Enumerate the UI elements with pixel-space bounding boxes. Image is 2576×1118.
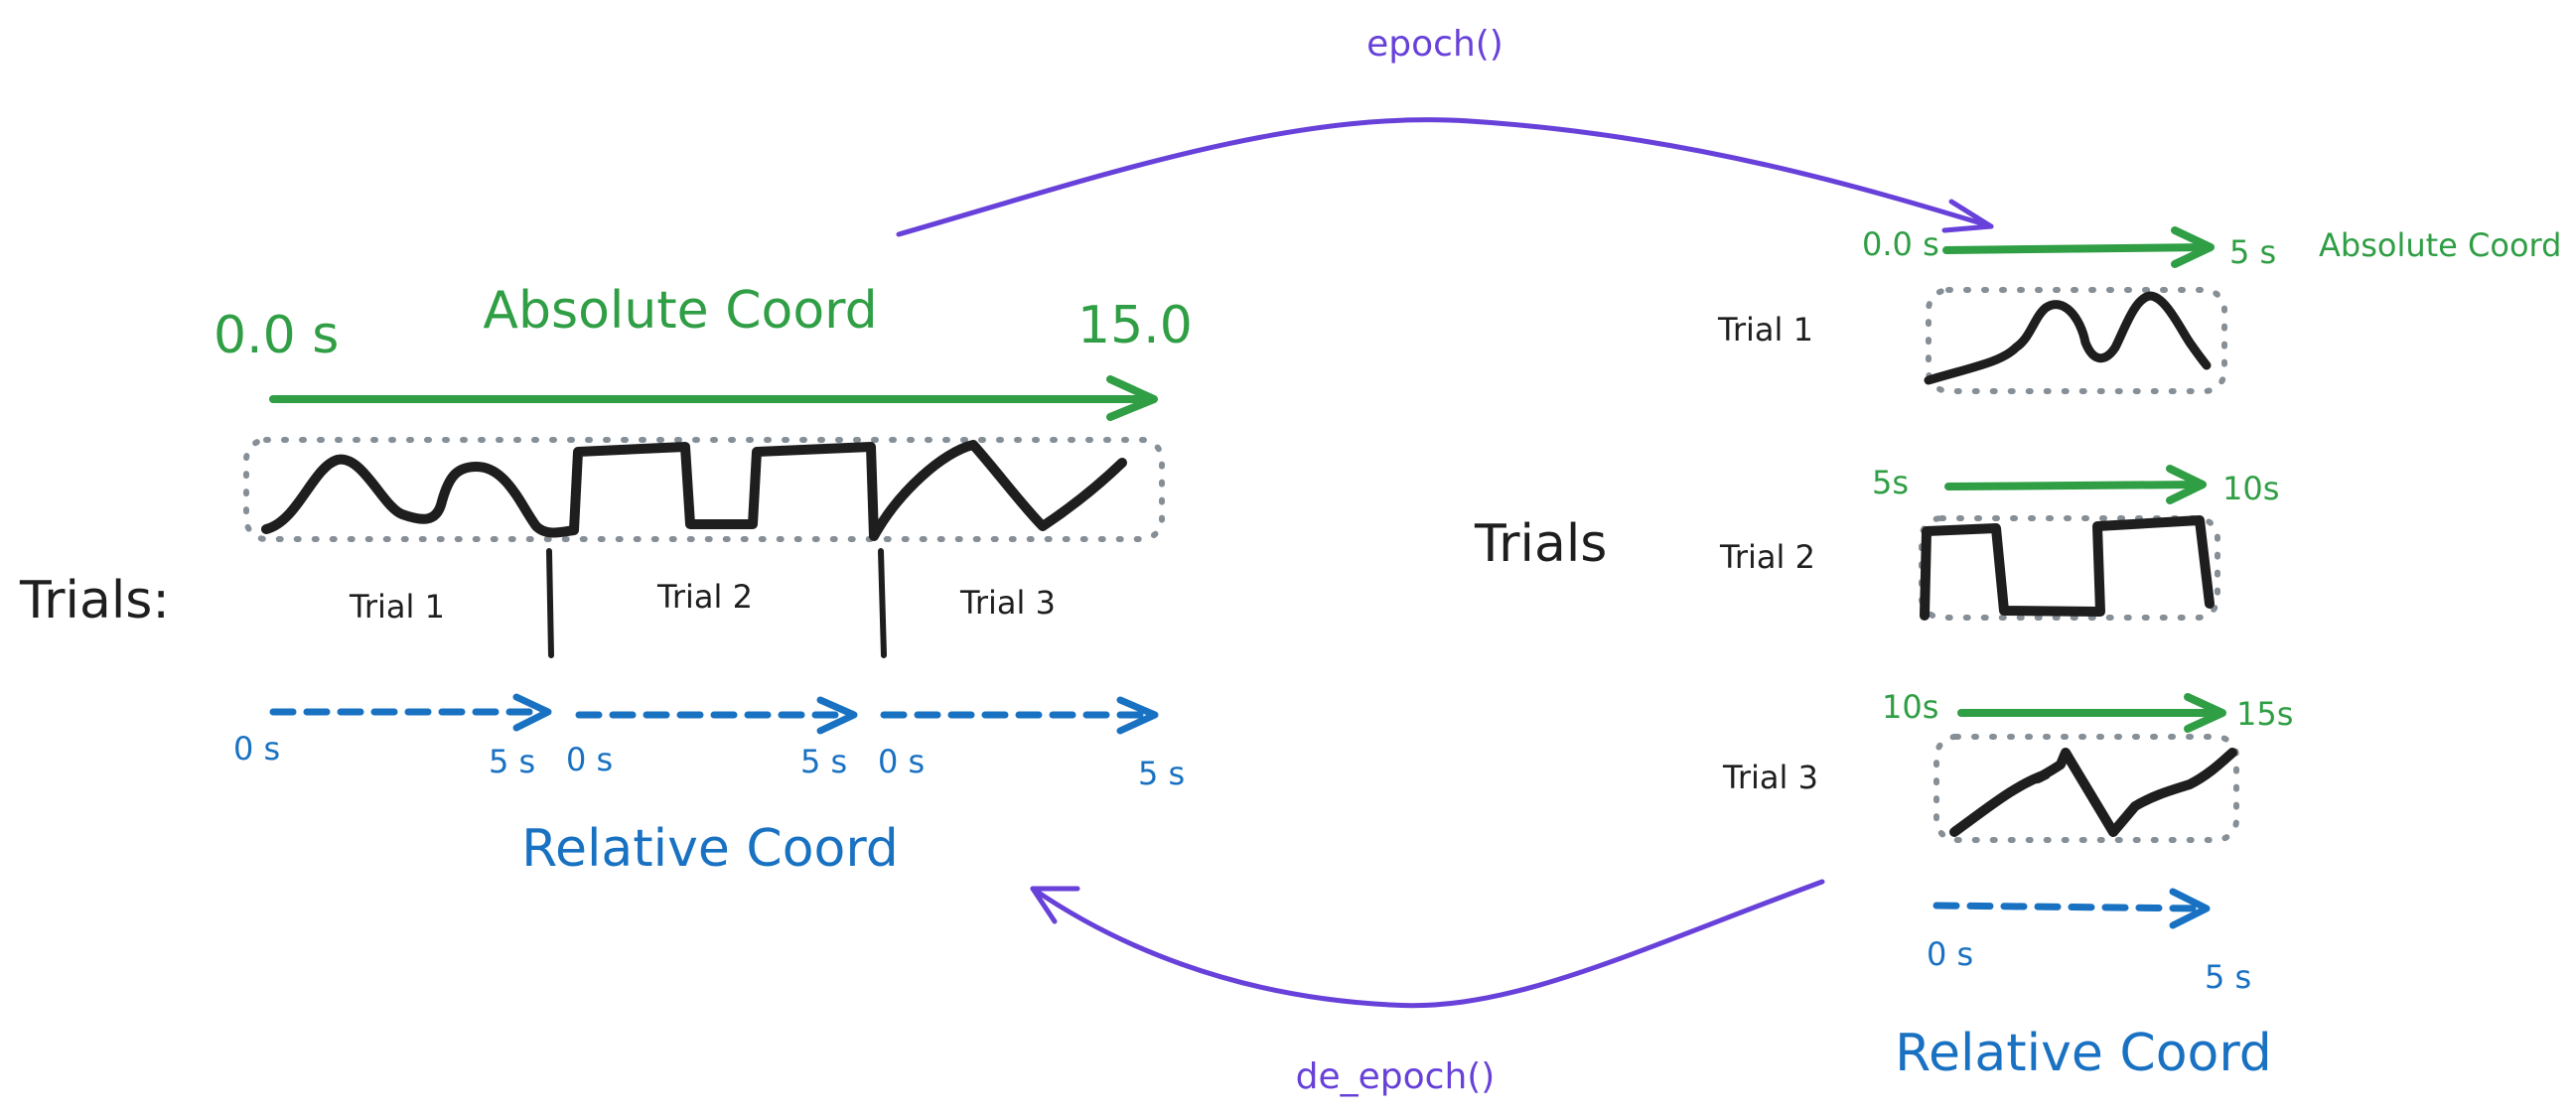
de-epoch-arrowhead — [1030, 886, 1080, 924]
right-rel-end: 5 s — [2205, 958, 2251, 996]
left-panel: 0.0 s Absolute Coord 15.0 Trials: Trial … — [19, 281, 1193, 879]
right-trial-1-start: 0.0 s — [1862, 225, 1939, 263]
left-signal-trace — [261, 440, 1127, 541]
left-trial-separator-1 — [546, 548, 554, 658]
left-abs-start-label: 0.0 s — [214, 306, 339, 365]
epoch-transform: epoch() — [896, 24, 1994, 237]
right-trials-label: Trials — [1474, 514, 1607, 574]
right-trial-3: 10s 15s Trial 3 — [1722, 688, 2293, 843]
right-trial-2-abs-arrow — [1944, 481, 2204, 490]
right-rel-start: 0 s — [1927, 935, 1973, 973]
right-trial-1-end: 5 s — [2229, 233, 2276, 271]
right-trial-2-abs-arrowhead — [2166, 465, 2207, 504]
right-relative-axis — [1932, 888, 2211, 929]
right-trial-3-label: Trial 3 — [1722, 759, 1818, 796]
right-trial-2: 5s 10s Trial 2 — [1719, 464, 2279, 621]
left-rel-arrowhead-3 — [1116, 696, 1159, 735]
left-rel-tick-1: 0 s — [233, 730, 280, 768]
right-trial-1-box — [1926, 287, 2227, 394]
right-relative-coord-label: Relative Coord — [1895, 1024, 2272, 1083]
right-trial-2-start: 5s — [1872, 464, 1909, 501]
left-trials-label: Trials: — [19, 571, 170, 630]
de-epoch-transform: de_epoch() — [1030, 879, 1825, 1097]
right-trial-3-box — [1933, 734, 2239, 843]
left-rel-tick-2: 5 s — [489, 743, 535, 780]
right-trial-1-abs-arrow — [1942, 243, 2211, 254]
right-trial-1-abs-arrowhead — [2171, 226, 2215, 268]
left-rel-arrowhead-2 — [816, 696, 858, 735]
left-relative-axis — [269, 693, 1159, 735]
right-trial-3-end: 15s — [2236, 695, 2293, 733]
right-trial-1-label: Trial 1 — [1717, 311, 1813, 349]
left-trial-label-1: Trial 1 — [349, 588, 445, 626]
left-relative-coord-label: Relative Coord — [521, 819, 899, 879]
right-trial-3-start: 10s — [1882, 688, 1938, 726]
left-abs-end-label: 15.0 — [1077, 296, 1193, 355]
epoch-label: epoch() — [1366, 24, 1503, 65]
right-trial-2-trace — [1920, 515, 2215, 621]
right-panel: Absolute Coord Trials 0.0 s 5 s Trial 1 … — [1474, 225, 2561, 1083]
right-trial-1-trace — [1924, 291, 2212, 385]
left-absolute-coord-label: Absolute Coord — [483, 281, 877, 341]
right-trial-3-abs-arrowhead — [2184, 693, 2226, 733]
right-rel-arrow — [1932, 902, 2204, 912]
left-rel-tick-3: 0 s — [566, 741, 613, 778]
right-trial-1: 0.0 s 5 s Trial 1 — [1717, 225, 2276, 394]
de-epoch-label: de_epoch() — [1296, 1056, 1496, 1097]
epoch-arrow — [896, 117, 1994, 237]
right-absolute-coord-label: Absolute Coord — [2319, 226, 2561, 264]
left-rel-tick-5: 0 s — [878, 743, 925, 780]
right-trial-3-trace — [1949, 748, 2237, 837]
left-rel-tick-4: 5 s — [800, 743, 847, 780]
left-trial-label-3: Trial 3 — [959, 584, 1056, 622]
epoch-arrowhead — [1941, 199, 1994, 233]
left-trial-separator-2 — [878, 548, 887, 658]
left-rel-arrowhead-1 — [512, 693, 552, 732]
left-rel-tick-6: 5 s — [1138, 755, 1185, 792]
left-trial-label-2: Trial 2 — [656, 578, 753, 616]
left-signal-box — [243, 437, 1165, 542]
right-trial-2-end: 10s — [2222, 470, 2279, 507]
de-epoch-arrow — [1030, 879, 1825, 1009]
right-trial-2-label: Trial 2 — [1719, 538, 1815, 576]
right-rel-arrowhead — [2169, 888, 2211, 929]
left-absolute-axis-arrowhead — [1106, 375, 1158, 421]
